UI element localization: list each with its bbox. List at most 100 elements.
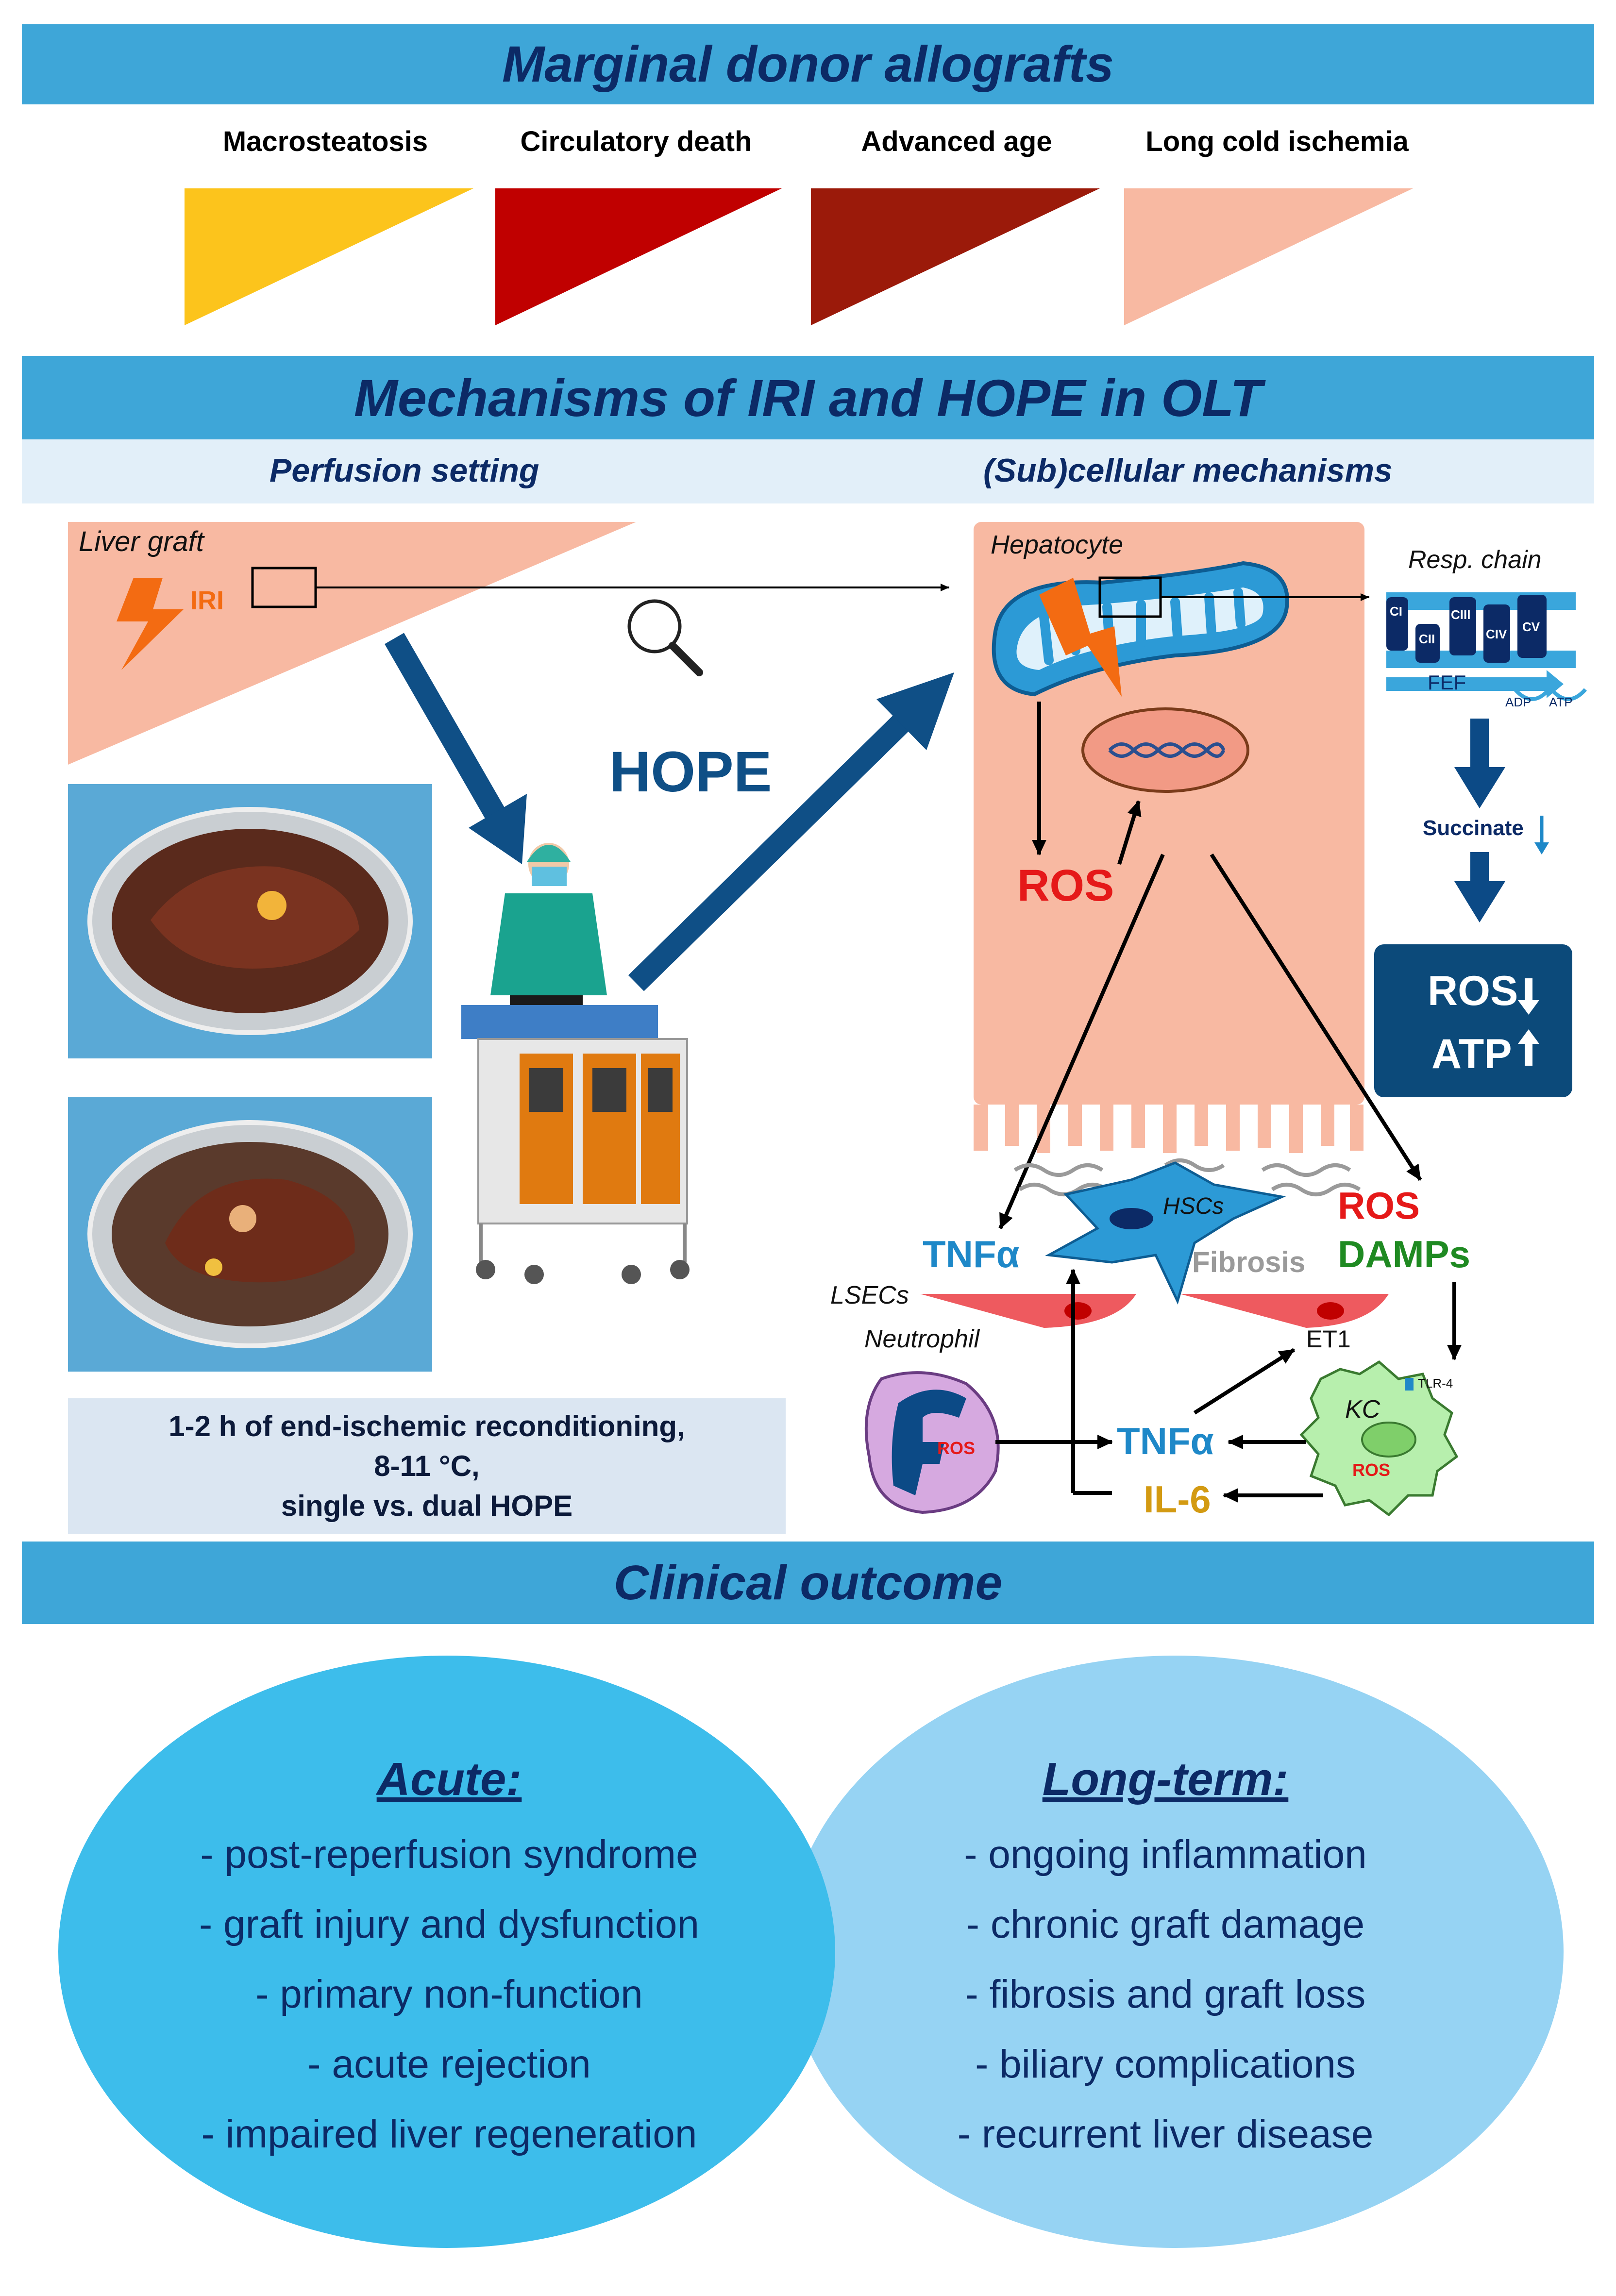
acute-ellipse [58,1656,835,2248]
longterm-item: - chronic graft damage [966,1902,1365,1946]
wedge-long-cold-ischemia [1124,188,1413,325]
outcome-title: Clinical outcome [613,1555,1003,1610]
lsec-nucleus-left [1064,1302,1092,1320]
iri-label: IRI [190,586,224,615]
lsec-cell-right [1180,1294,1389,1328]
acute-item: - post-reperfusion syndrome [200,1832,698,1877]
complex-cii: CII [1419,632,1435,646]
ros-neutrophil-label: ROS [937,1438,975,1458]
neutrophil-label: Neutrophil [864,1325,980,1353]
kupffer-cell-icon [1299,1360,1459,1517]
liver-perfusion-photo-top [68,784,432,1058]
hope-label: HOPE [609,740,772,804]
mechanisms-title: Mechanisms of IRI and HOPE in OLT [354,368,1262,427]
tnfa-bottom-label: TNFα [1117,1420,1214,1462]
arrow-to-surgeon [385,633,527,864]
acute-outcomes: Acute: - post-reperfusion syndrome - gra… [121,1753,777,2169]
hsc-cell-icon [1044,1161,1286,1305]
resp-chain-label: Resp. chain [1408,546,1542,574]
atp-up-icon [1518,1029,1539,1066]
fef-label: FEF [1428,671,1466,694]
atp-box-label: ATP [1431,1031,1512,1077]
acute-item: - primary non-function [255,1972,643,2016]
perfusion-caption: 1-2 h of end-ischemic reconditioning, 8-… [68,1398,786,1534]
arrow-ros-to-nucleus [1117,800,1142,865]
longterm-item: - ongoing inflammation [964,1832,1367,1877]
longterm-item: - recurrent liver disease [957,2112,1374,2156]
longterm-heading: Long-term: [1042,1753,1289,1805]
succinate-down-icon [1534,816,1549,855]
complex-ci: CI [1390,604,1402,619]
tnfa-left-label: TNFα [923,1233,1020,1275]
longterm-ellipse [787,1656,1564,2248]
complex-ciii: CIII [1451,607,1470,622]
donor-label-circulatory-death: Circulatory death [520,126,752,157]
il6-label: IL-6 [1144,1478,1211,1521]
lightning-icon [117,578,184,670]
surgeon-with-machine [461,843,690,1284]
fibrosis-label: Fibrosis [1192,1246,1305,1278]
cellular-mechanisms-diagram: Hepatocyte ROS Resp. chain CI CII CIII C… [830,522,1587,1521]
caption-line-3: single vs. dual HOPE [281,1490,573,1522]
acute-heading: Acute: [376,1753,522,1805]
donor-label-advanced-age: Advanced age [861,126,1052,157]
succinate-label: Succinate [1423,816,1524,840]
donor-wedges [185,188,1413,325]
ros-down-icon [1518,978,1539,1015]
acute-item: - acute rejection [307,2042,591,2086]
longterm-outcomes: Long-term: - ongoing inflammation - chro… [838,1753,1493,2169]
et1-label: ET1 [1306,1325,1351,1353]
arrow-hepatocyte-to-ros-damps [1210,853,1422,1181]
nucleus-icon [1081,707,1249,793]
hscs-label: HSCs [1163,1193,1224,1219]
liver-perfusion-photo-bottom [68,1097,432,1372]
mito-lightning-icon [1039,578,1122,697]
mechanisms-subheader [22,439,1594,503]
arrow-succinate-to-box [1454,852,1505,922]
liver-graft-label: Liver graft [79,526,205,557]
outcome-ellipses [58,1656,1564,2248]
wedge-circulatory-death [495,188,782,325]
donors-title: Marginal donor allografts [502,35,1114,93]
donor-label-macrosteatosis: Macrosteatosis [222,126,428,157]
outcome-banner: Clinical outcome [22,1542,1594,1624]
donors-banner: Marginal donor allografts [22,24,1594,104]
subcellular-mechanisms-title: (Sub)cellular mechanisms [983,452,1393,489]
caption-line-2: 8-11 °C, [374,1450,480,1482]
arrow-resp-to-succinate [1454,719,1505,808]
mechanisms-banner: Mechanisms of IRI and HOPE in OLT [22,356,1594,439]
lsecs-label: LSECs [830,1281,909,1309]
wedge-macrosteatosis [185,188,473,325]
arrow-tnfa-to-et1 [1193,1348,1296,1415]
acute-item: - graft injury and dysfunction [199,1902,700,1946]
hepatocyte-label: Hepatocyte [991,530,1123,559]
matrix-fibers [1013,1158,1361,1196]
wedge-advanced-age [811,188,1100,325]
magnifier-icon [627,599,703,676]
donor-label-long-cold-ischemia: Long cold ischemia [1145,126,1409,157]
ros-kc-label: ROS [1352,1460,1390,1480]
damps-label: DAMPs [1338,1233,1470,1275]
perfusion-diagram: Liver graft IRI HOPE [68,522,954,1284]
ros-box-label: ROS [1428,968,1518,1014]
adp-label: ADP [1505,695,1531,709]
complex-civ: CIV [1486,627,1507,641]
arrow-hope-to-hepatocyte [628,672,954,991]
complex-cv: CV [1522,620,1540,634]
acute-item: - impaired liver regeneration [201,2112,697,2156]
ros-right-label: ROS [1338,1184,1420,1227]
lsec-nucleus-right [1317,1302,1344,1320]
longterm-item: - fibrosis and graft loss [965,1972,1366,2016]
lsec-cell-left [920,1294,1136,1328]
perfusion-setting-title: Perfusion setting [269,452,539,489]
tlr4-label: TLR-4 [1418,1376,1453,1391]
kc-label: KC [1345,1395,1380,1424]
ros-atp-box [1374,944,1572,1097]
caption-line-1: 1-2 h of end-ischemic reconditioning, [168,1410,685,1442]
respiratory-chain-icon [1386,592,1587,701]
neutrophil-cell-icon [864,1371,1000,1514]
ros-main-label: ROS [1017,861,1114,910]
liver-graft-wedge [68,522,636,765]
atp-small-label: ATP [1549,695,1573,709]
longterm-item: - biliary complications [975,2042,1356,2086]
